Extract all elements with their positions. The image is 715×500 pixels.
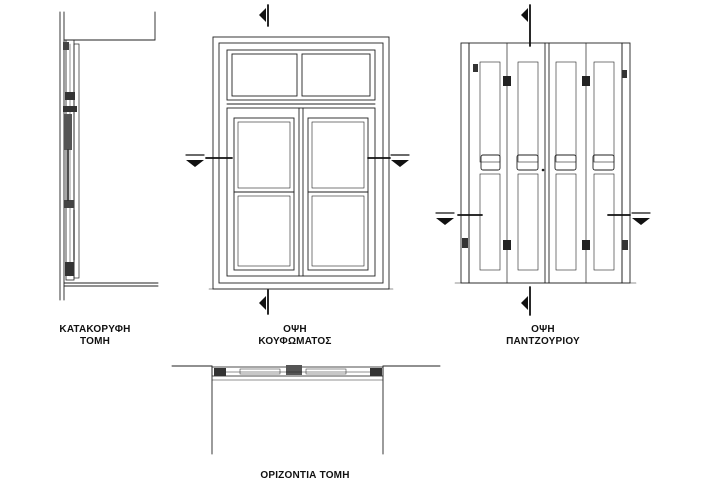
shutter-elevation: [454, 42, 637, 284]
vertical-section-label-line2: ΤΟΜΗ: [79, 336, 111, 347]
horizontal-section-label: ΟΡΙΖΟΝΤΙΑ ΤΟΜΗ: [240, 470, 370, 482]
frame-elevation-label: ΟΨΗ ΚΟΥΦΩΜΑΤΟΣ: [240, 324, 350, 348]
section-markers: [185, 4, 651, 316]
horizontal-section-label-text: ΟΡΙΖΟΝΤΙΑ ΤΟΜΗ: [260, 470, 350, 481]
shutter-elevation-label: ΟΨΗ ΠΑΝΤΖΟΥΡΙΟΥ: [478, 324, 608, 348]
shutter-elevation-label-line1: ΟΨΗ: [531, 324, 555, 335]
vertical-section: [59, 11, 159, 301]
frame-elevation: [208, 36, 394, 290]
horizontal-section: [171, 365, 441, 455]
vertical-section-label-line1: ΚΑΤΑΚΟΡΥΦΗ: [59, 324, 131, 335]
frame-elevation-label-line2: ΚΟΥΦΩΜΑΤΟΣ: [258, 336, 332, 347]
shutter-elevation-label-line2: ΠΑΝΤΖΟΥΡΙΟΥ: [506, 336, 580, 347]
frame-elevation-label-line1: ΟΨΗ: [283, 324, 307, 335]
vertical-section-label: ΚΑΤΑΚΟΡΥΦΗ ΤΟΜΗ: [40, 324, 150, 348]
